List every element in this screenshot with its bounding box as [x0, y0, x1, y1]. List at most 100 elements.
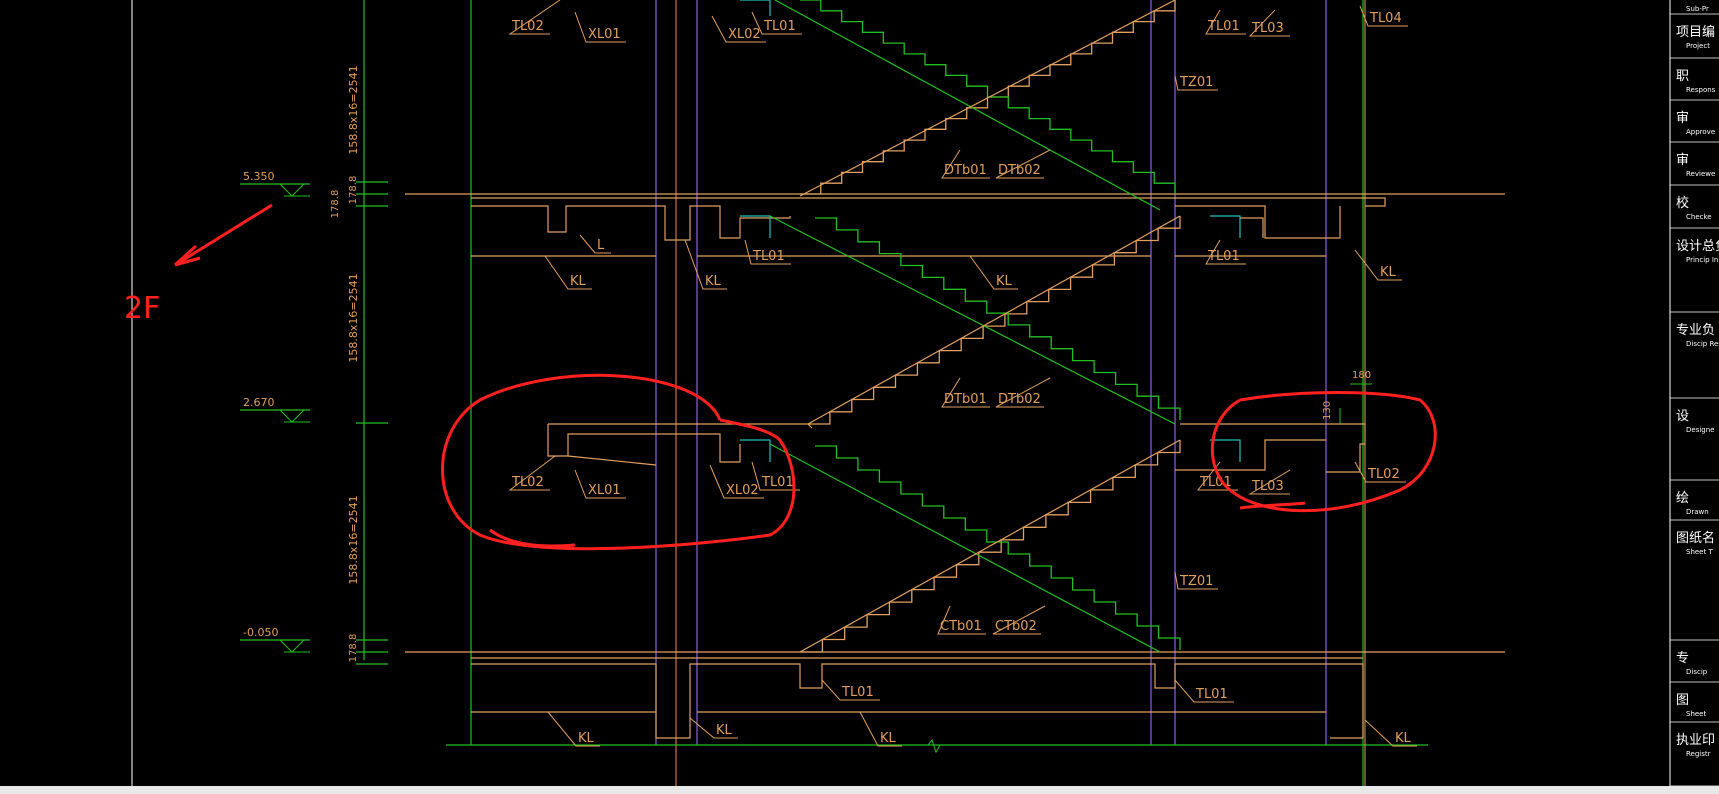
- elevation-label: -0.050: [243, 626, 278, 639]
- stair-flights: [769, 0, 1181, 653]
- title-block: Sub-Pr项目编Project职Respons审Approve审Reviewe…: [1669, 0, 1719, 787]
- label-leader: [992, 605, 1046, 635]
- label-leader: [941, 377, 990, 408]
- label-leader: [751, 461, 800, 491]
- member-label: TL01: [841, 685, 874, 700]
- status-bar: [0, 786, 1719, 794]
- label-leader: [544, 255, 592, 290]
- label-leader: [1174, 679, 1234, 703]
- title-block-cn: 设计总负: [1676, 239, 1719, 254]
- dim-step-top: 178.8: [348, 176, 359, 205]
- label-leader: [941, 149, 990, 179]
- member-label: KL: [996, 274, 1013, 289]
- dim-130: 130: [1322, 401, 1333, 420]
- member-label: TL02: [511, 19, 544, 34]
- title-block-en: Drawn: [1686, 508, 1709, 516]
- stair-steps: [800, 440, 1181, 653]
- member-label: L: [597, 238, 605, 253]
- member-label: KL: [570, 274, 587, 289]
- member-label: TL01: [1199, 475, 1232, 490]
- member-label: XL01: [588, 483, 621, 498]
- title-block-cn: 专: [1676, 651, 1689, 666]
- member-label: XL01: [588, 27, 621, 42]
- member-label: TL01: [752, 249, 785, 264]
- stair-steps: [815, 445, 1181, 650]
- title-block-cn: 图: [1676, 693, 1689, 708]
- label-leader: [574, 11, 626, 43]
- label-leader: [547, 711, 600, 747]
- title-block-en: Designe: [1686, 426, 1714, 434]
- stair-steps: [800, 0, 1176, 194]
- member-label: TL01: [763, 19, 796, 34]
- title-block-cn: 职: [1676, 69, 1689, 84]
- label-leader: [859, 711, 902, 747]
- title-block-en: Reviewe: [1686, 170, 1715, 178]
- title-block-en: Sheet T: [1686, 548, 1713, 556]
- member-label: KL: [1395, 731, 1412, 746]
- label-leader: [744, 239, 791, 265]
- label-leader: [1205, 9, 1246, 35]
- label-leader: [711, 15, 766, 43]
- member-label: XL02: [726, 483, 759, 498]
- label-leader: [1354, 249, 1402, 281]
- stair-steps: [808, 216, 1181, 425]
- label-leader: [1354, 461, 1406, 483]
- stair-steps: [815, 217, 1181, 420]
- elevation-marker-top: 5.350: [240, 170, 310, 197]
- label-leader: [1196, 461, 1238, 491]
- title-block-en: Sheet: [1686, 710, 1706, 718]
- elevation-marker-bottom: -0.050: [240, 626, 310, 653]
- arrow-head: [173, 244, 201, 267]
- member-label: TL01: [761, 475, 794, 490]
- label-leader: [995, 377, 1051, 408]
- member-label: TL03: [1251, 479, 1284, 494]
- title-block-cn: 校: [1676, 195, 1689, 211]
- title-block-cn: 审: [1676, 153, 1689, 168]
- title-block-cn: 绘: [1676, 491, 1689, 506]
- title-block-cn: 审: [1676, 111, 1689, 126]
- member-label: TL02: [1367, 467, 1400, 482]
- label-leader: [508, 455, 556, 491]
- member-label: KL: [880, 731, 897, 746]
- stair-stringers: [799, 0, 1181, 653]
- title-block-cn: 项目编: [1676, 25, 1715, 40]
- member-label: TL01: [1195, 687, 1228, 702]
- label-leader: [1359, 5, 1408, 27]
- label-leader: [689, 717, 738, 739]
- label-leader: [969, 255, 1018, 290]
- label-leader: [1174, 75, 1218, 91]
- member-label: DTb02: [998, 163, 1041, 178]
- label-leader: [574, 469, 626, 499]
- dim-flight-bot: 158.8x16=2541: [347, 495, 360, 584]
- dimension-chain: [356, 0, 388, 665]
- floor-annotation: 2F: [124, 291, 160, 326]
- title-block-en: Princip In cha: [1686, 256, 1719, 264]
- title-block-cn: 图纸名: [1676, 530, 1715, 546]
- title-block-en: Registr: [1686, 750, 1711, 758]
- member-label: DTb02: [998, 392, 1041, 407]
- member-label: KL: [705, 274, 722, 289]
- title-block-cn: 专业负: [1676, 323, 1715, 338]
- dim-180: 180: [1352, 370, 1371, 381]
- dim-step-top2: 178.8: [330, 190, 341, 219]
- red-annotations: [173, 203, 1437, 551]
- title-block-en: Respons: [1686, 86, 1716, 94]
- label-leader: [937, 605, 986, 635]
- stair-diagonal: [769, 443, 1161, 653]
- label-leader: [821, 679, 880, 701]
- member-label: DTb01: [944, 392, 987, 407]
- member-label: TL01: [1207, 19, 1240, 34]
- title-block-en: Discip: [1686, 668, 1708, 676]
- member-label: TZ01: [1179, 574, 1213, 589]
- member-label: DTb01: [944, 163, 987, 178]
- title-block-en: Approve: [1686, 128, 1715, 136]
- label-leader: [684, 239, 727, 290]
- member-label: CTb02: [995, 619, 1037, 634]
- dim-step-bot: 178.8: [348, 634, 359, 663]
- elevation-label: 5.350: [243, 170, 275, 183]
- member-label: KL: [1380, 265, 1397, 280]
- title-block-en: Checke: [1686, 213, 1712, 221]
- label-leader: [1248, 469, 1291, 495]
